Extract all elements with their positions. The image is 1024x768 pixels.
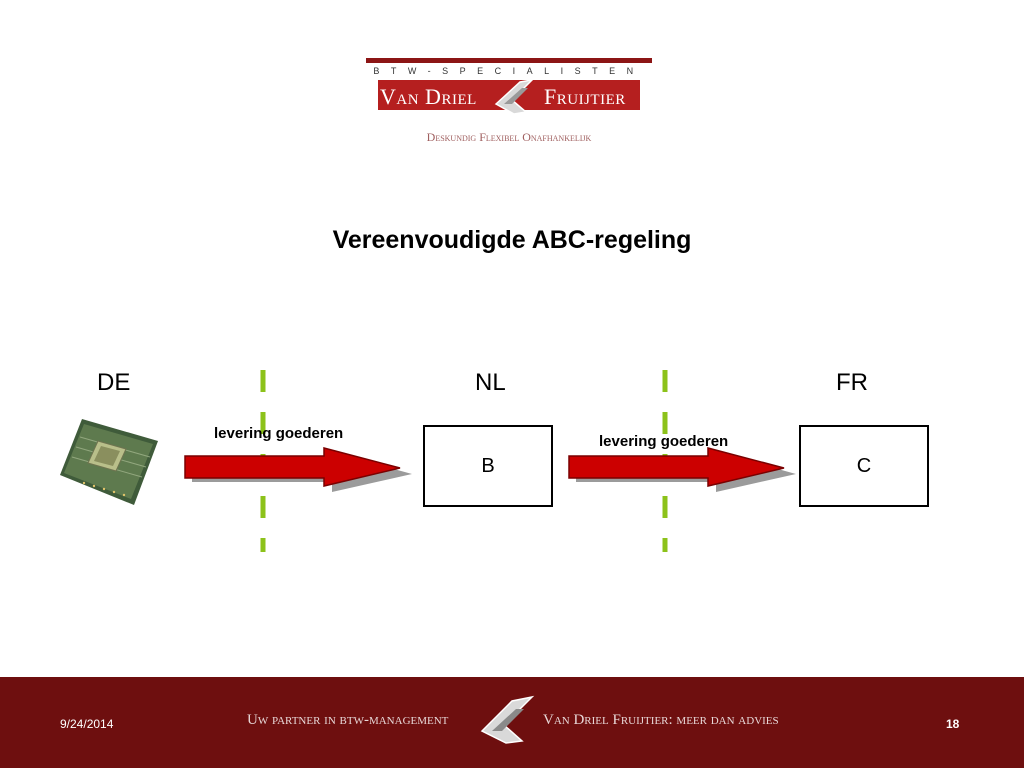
logo-name-right: Fruijtier <box>544 84 626 109</box>
footer-logo-swoosh-icon <box>480 695 535 744</box>
logo-swoosh-icon <box>494 78 535 115</box>
delivery-arrow-2 <box>568 447 796 492</box>
page-number: 18 <box>946 717 960 731</box>
company-logo: BTW-SPECIALISTEN Van Driel Fruijtier Des… <box>366 58 652 150</box>
slide-title: Vereenvoudigde ABC-regeling <box>332 226 692 254</box>
delivery-arrow-1 <box>184 447 412 492</box>
logo-top-rule <box>366 58 652 63</box>
party-box-c: C <box>799 425 929 507</box>
country-label-nl: NL <box>475 369 506 396</box>
arrow-label-1: levering goederen <box>214 425 344 442</box>
party-label-b: B <box>481 454 495 477</box>
footer-slogan-left: Uw partner in btw-management <box>247 712 449 728</box>
cpu-chip-icon <box>60 419 158 505</box>
footer-slogan-right: Van Driel Fruijtier: meer dan advies <box>543 712 779 728</box>
party-box-b: B <box>423 425 553 507</box>
footer-date: 9/24/2014 <box>60 717 114 731</box>
country-label-de: DE <box>97 369 131 396</box>
arrow-label-2: levering goederen <box>599 433 729 450</box>
logo-name-left: Van Driel <box>380 84 477 109</box>
party-label-c: C <box>856 454 872 477</box>
country-label-fr: FR <box>836 369 868 396</box>
logo-tagline: BTW-SPECIALISTEN <box>373 66 645 76</box>
logo-slogan: Deskundig Flexibel Onafhankelijk <box>426 130 592 144</box>
slide-footer: 9/24/2014 Uw partner in btw-management V… <box>0 677 1024 768</box>
